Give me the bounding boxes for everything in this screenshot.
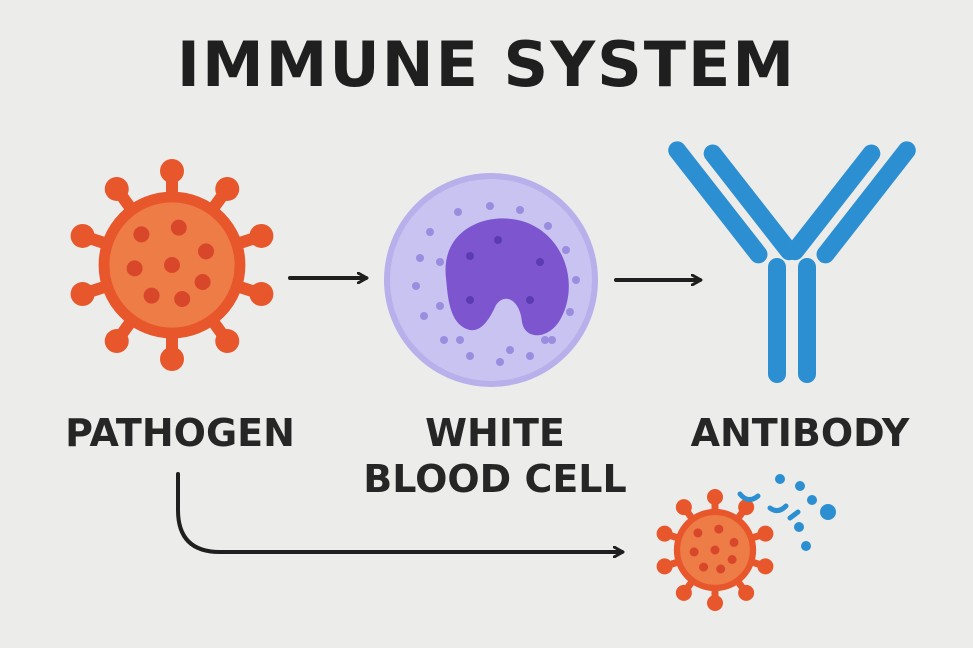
destroyed-pathogen-icon (656, 489, 774, 611)
white-blood-cell-label: WHITE BLOOD CELL (330, 410, 660, 502)
diagram-title: IMMUNE SYSTEM (176, 28, 797, 101)
arrow-pathogen-to-destroyed (176, 472, 622, 552)
antibody-fragments-icon (737, 474, 836, 551)
pathogen-label: PATHOGEN (65, 411, 295, 455)
white-blood-cell-label-line2: BLOOD CELL (363, 457, 627, 501)
antibody-icon (668, 141, 916, 383)
white-blood-cell-icon (384, 173, 598, 387)
antibody-label: ANTIBODY (690, 411, 910, 455)
white-blood-cell-label-line1: WHITE (425, 411, 565, 455)
pathogen-icon (70, 159, 274, 371)
